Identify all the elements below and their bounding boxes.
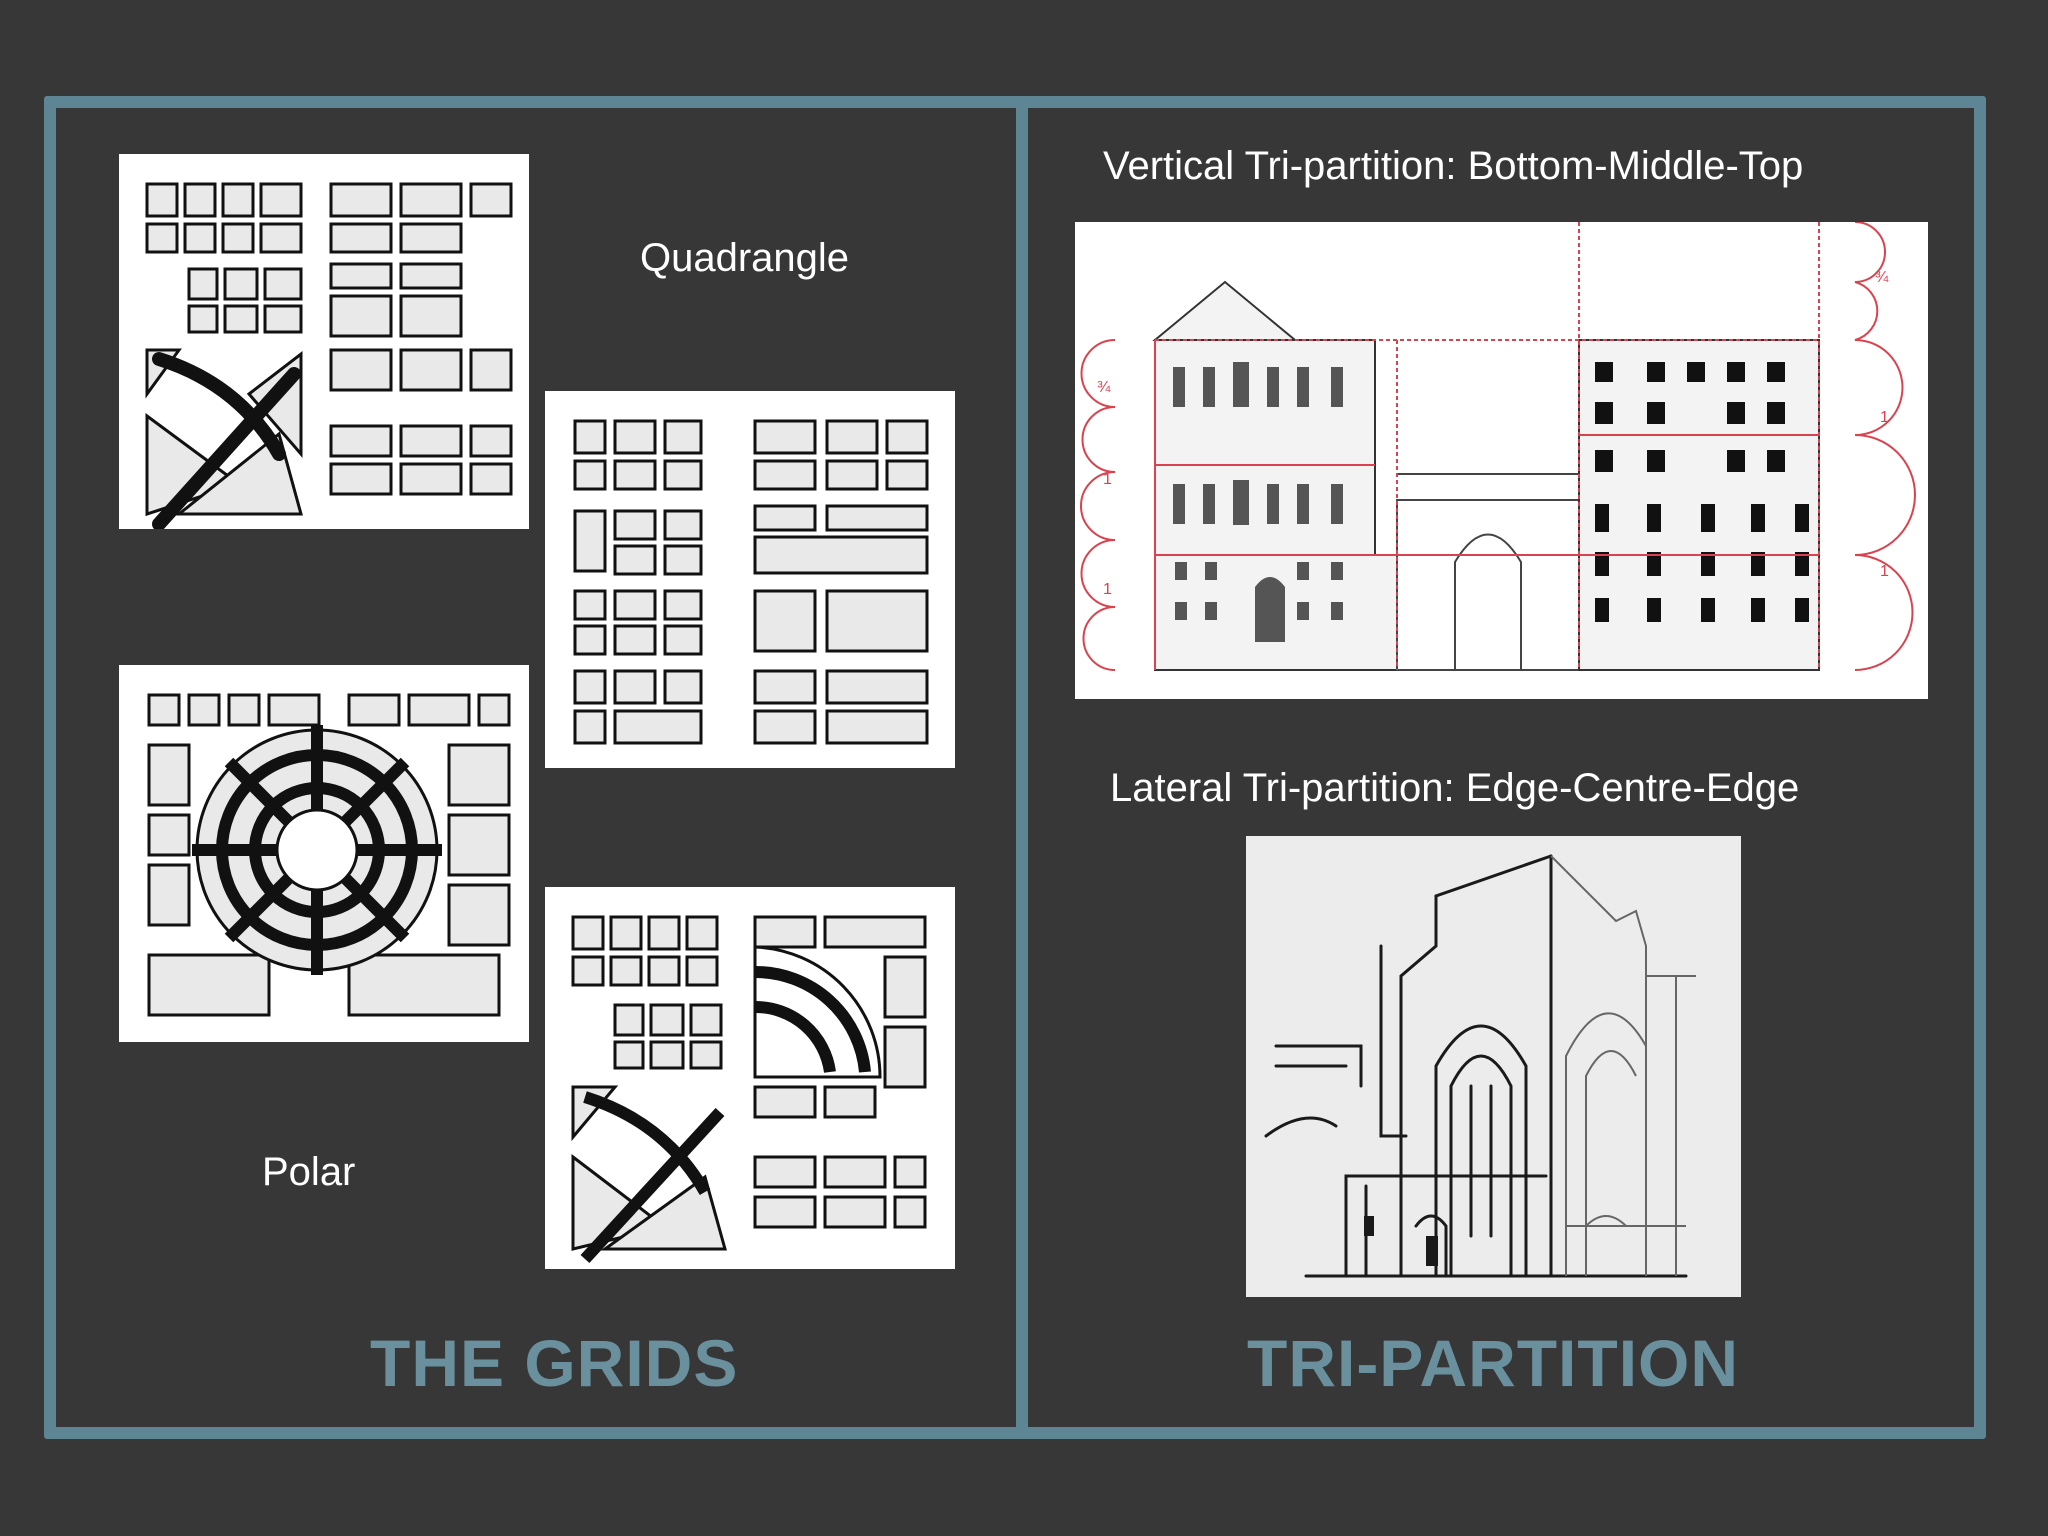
- vertical-caption: Vertical Tri-partition: Bottom-Middle-To…: [1103, 144, 1804, 188]
- quadrangle-label: Quadrangle: [640, 236, 850, 280]
- ratio-label-5: 1: [1880, 409, 1889, 426]
- grid-plan-image-3: [545, 887, 955, 1269]
- grid-plan-image-1: [119, 154, 529, 529]
- ratio-label-4: ¾: [1875, 269, 1889, 286]
- ratio-label-1: ¾: [1097, 379, 1111, 396]
- tri-partition-heading: TRI-PARTITION: [1247, 1326, 1740, 1400]
- polar-label: Polar: [262, 1150, 356, 1194]
- slide-frame: [44, 96, 1986, 1439]
- ratio-label-6: 1: [1880, 563, 1889, 580]
- building-elevation-image: ¾ 1 1 ¾ 1 1: [1075, 222, 1928, 699]
- panel-divider: [1016, 96, 1028, 1439]
- lateral-caption: Lateral Tri-partition: Edge-Centre-Edge: [1110, 766, 1800, 810]
- building-sketch-image: [1246, 836, 1741, 1297]
- polar-plan-image: [119, 665, 529, 1042]
- grids-heading: THE GRIDS: [370, 1326, 739, 1400]
- ratio-label-3: 1: [1103, 581, 1112, 598]
- ratio-label-2: 1: [1103, 471, 1112, 488]
- grid-plan-image-2: [545, 391, 955, 768]
